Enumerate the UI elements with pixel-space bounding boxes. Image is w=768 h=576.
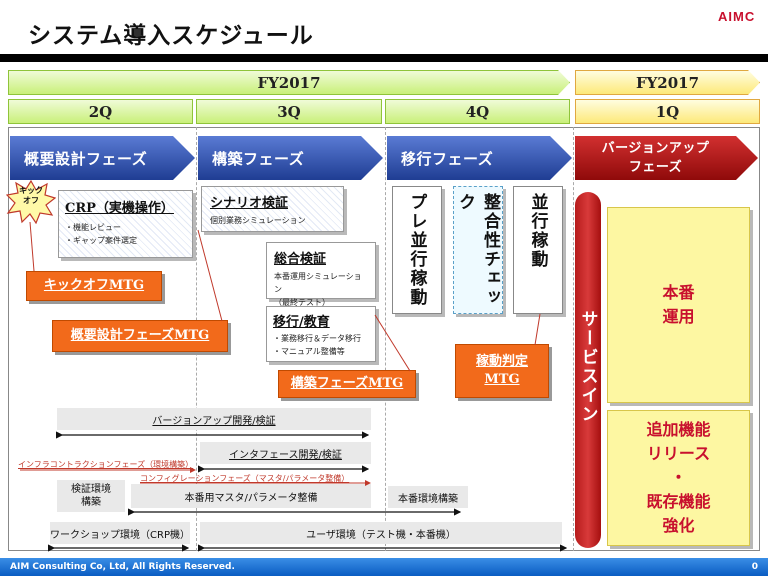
pre-parallel-label: プレ並行稼動	[406, 193, 427, 307]
title-divider	[0, 54, 768, 62]
company-logo: AIMC	[718, 9, 756, 24]
ikou-title: 移行/教育	[273, 315, 330, 330]
phase-gaiyo: 概要設計フェーズ	[10, 136, 195, 180]
interface-label: インタフェース開発/検証	[229, 449, 342, 461]
kado-mtg-line2: MTG	[484, 372, 520, 387]
version-up-bar: バージョンアップ開発/検証	[57, 408, 371, 430]
scenario-sub: 個別業務シミュレーション	[210, 216, 306, 225]
page-title: システム導入スケジュール	[28, 22, 314, 49]
crp-title: CRP（実機操作）	[65, 201, 174, 216]
user-env-label: ユーザ環境（テスト機・本番機）	[306, 529, 456, 541]
crp-item: ・ギャップ案件選定	[65, 236, 137, 245]
ikou-item: ・マニュアル整備等	[273, 347, 345, 356]
user-env-bar: ユーザ環境（テスト機・本番機）	[200, 522, 562, 544]
gaiyo-mtg: 概要設計フェーズMTG	[52, 320, 228, 352]
phase-kochiku: 構築フェーズ	[198, 136, 383, 180]
quarter-label: 2Q	[88, 102, 113, 121]
fy-header-2017-b: FY2017	[575, 70, 760, 95]
phase-label-line1: バージョンアップ	[601, 141, 710, 156]
service-in-bar: サービスイン	[575, 192, 601, 548]
kickoff-label: キック オフ	[12, 186, 50, 206]
honban-line1: 本番	[662, 283, 695, 302]
interface-bar: インタフェース開発/検証	[200, 442, 371, 464]
ikou-box: 移行/教育 ・業務移行＆データ移行 ・マニュアル整備等	[266, 306, 376, 362]
parallel-label: 並行稼動	[527, 193, 548, 269]
sogo-item: 本番運用シミュレーション	[274, 272, 362, 294]
crp-box: CRP（実機操作） ・機能レビュー ・ギャップ案件選定	[58, 190, 193, 258]
quarter-1q: 1Q	[575, 99, 760, 124]
footer-copyright: AIM Consulting Co, Ltd, All Rights Reser…	[10, 562, 235, 572]
crp-item: ・機能レビュー	[65, 223, 121, 232]
honban-line2: 運用	[662, 307, 695, 326]
tsuika-line5: 強化	[662, 516, 695, 535]
kickoff-mtg-label: キックオフMTG	[43, 278, 145, 293]
quarter-label: 4Q	[465, 102, 490, 121]
honban-env-bar: 本番環境構築	[388, 486, 468, 508]
phase-label: 概要設計フェーズ	[24, 149, 148, 168]
scenario-box: シナリオ検証 個別業務シミュレーション	[201, 186, 344, 232]
fy-label: FY2017	[635, 73, 700, 92]
footer-page-number: 0	[751, 562, 758, 572]
pre-parallel-box: プレ並行稼動	[392, 186, 442, 314]
kensho-env-line2: 構築	[81, 497, 101, 508]
workshop-env-label: ワークショップ環境（CRP機）	[50, 529, 190, 541]
sogo-item: （最終テスト）	[274, 298, 330, 307]
kochiku-mtg: 構築フェーズMTG	[278, 370, 416, 398]
quarter-label: 3Q	[277, 102, 301, 121]
honban-box: 本番 運用	[607, 207, 750, 403]
kensho-env-bar: 検証環境 構築	[57, 480, 125, 512]
consistency-check-box: 整合性チェック	[453, 186, 503, 314]
quarter-2q: 2Q	[8, 99, 193, 124]
fy-label: FY2017	[257, 73, 321, 92]
footer-bar: AIM Consulting Co, Ltd, All Rights Reser…	[0, 558, 768, 576]
quarter-label: 1Q	[655, 102, 680, 121]
quarter-4q: 4Q	[385, 99, 570, 124]
kickoff-mtg: キックオフMTG	[26, 271, 162, 301]
master-param-label: 本番用マスタ/パラメータ整備	[184, 492, 318, 504]
tsuika-line4: 既存機能	[646, 492, 711, 511]
phase-ikou: 移行フェーズ	[387, 136, 572, 180]
gaiyo-mtg-label: 概要設計フェーズMTG	[70, 328, 210, 343]
phase-label-line2: フェーズ	[628, 160, 683, 175]
sogo-box: 総合検証 本番運用シミュレーション （最終テスト）	[266, 242, 376, 307]
phase-label: 移行フェーズ	[401, 149, 494, 168]
kickoff-label-line1: キック	[19, 186, 43, 195]
tsuika-line3: ・	[670, 468, 687, 487]
tsuika-line1: 追加機能	[646, 420, 711, 439]
scenario-title: シナリオ検証	[210, 196, 289, 211]
service-in-label: サービスイン	[577, 310, 598, 424]
config-phase-label: コンフィグレーションフェーズ（マスタ/パラメータ整備）	[140, 474, 350, 483]
parallel-box: 並行稼動	[513, 186, 563, 314]
kickoff-starburst	[6, 180, 56, 224]
kado-mtg-line1: 稼動判定	[475, 354, 528, 369]
phase-label: 構築フェーズ	[212, 149, 305, 168]
tsuika-line2: リリース	[646, 444, 711, 463]
kado-mtg: 稼動判定 MTG	[455, 344, 549, 398]
quarter-divider	[385, 127, 386, 551]
infra-phase-label: インフラコントラクションフェーズ（環境構築）	[18, 460, 194, 469]
master-param-bar: 本番用マスタ/パラメータ整備	[131, 484, 371, 508]
kochiku-mtg-label: 構築フェーズMTG	[290, 376, 404, 391]
kensho-env-line1: 検証環境	[71, 484, 111, 495]
honban-env-label: 本番環境構築	[398, 493, 458, 505]
quarter-3q: 3Q	[196, 99, 382, 124]
consistency-check-label: 整合性チェック	[455, 193, 500, 307]
phase-version-up: バージョンアップ フェーズ	[575, 136, 758, 180]
fy-header-2017-a: FY2017	[8, 70, 570, 95]
tsuika-box: 追加機能 リリース ・ 既存機能 強化	[607, 410, 750, 546]
version-up-label: バージョンアップ開発/検証	[152, 415, 276, 427]
sogo-title: 総合検証	[274, 252, 327, 267]
workshop-env-bar: ワークショップ環境（CRP機）	[50, 522, 190, 544]
quarter-divider	[573, 127, 574, 551]
ikou-item: ・業務移行＆データ移行	[273, 334, 361, 343]
kickoff-label-line2: オフ	[23, 196, 39, 205]
